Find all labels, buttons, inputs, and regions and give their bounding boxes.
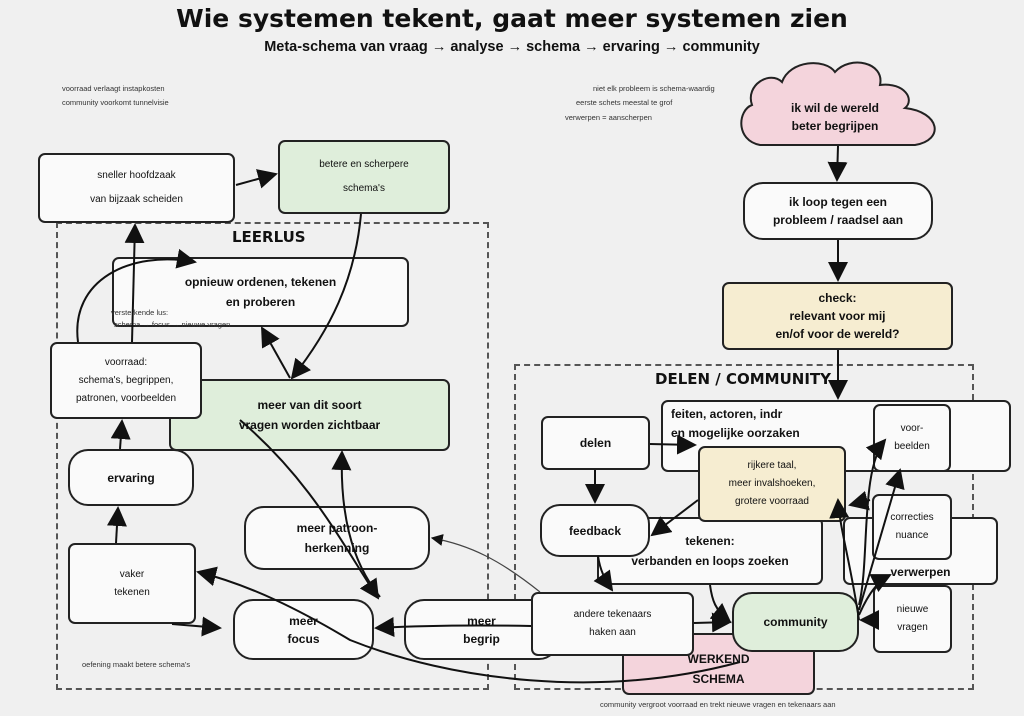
note: community voorkomt tunnelvisie: [62, 98, 169, 107]
group-leerlus: [56, 222, 489, 690]
node-rijkere[interactable]: rijkere taal, meer invalshoeken, grotere…: [698, 446, 846, 522]
node-correcties[interactable]: correcties nuance: [872, 494, 952, 560]
node-patroon[interactable]: meer patroon- herkenning: [244, 506, 430, 570]
node-community[interactable]: community: [732, 592, 859, 652]
edge: [235, 169, 278, 189]
node-andere-tekenaars[interactable]: andere tekenaars haken aan: [531, 592, 694, 656]
note-loop: versterkende lus:: [111, 308, 169, 317]
diagram-title: Wie systemen tekent, gaat meer systemen …: [176, 4, 848, 33]
node-voorraad[interactable]: voorraad: schema's, begrippen, patronen,…: [50, 342, 202, 419]
note: verwerpen = aanscherpen: [565, 113, 652, 122]
node-feedback[interactable]: feedback: [540, 504, 650, 557]
edge: [827, 145, 848, 182]
diagram-subtitle: Meta-schema van vraag → analyse → schema…: [264, 39, 760, 55]
node-check[interactable]: check: relevant voor mij en/of voor de w…: [722, 282, 953, 350]
node-zichtbaar[interactable]: meer van dit soort vragen worden zichtba…: [169, 379, 450, 451]
note: niet elk probleem is schema-waardig: [593, 84, 715, 93]
group-label-leerlus: LEERLUS: [232, 228, 306, 246]
node-ervaring[interactable]: ervaring: [68, 449, 194, 506]
node-vaker-tekenen[interactable]: vaker tekenen: [68, 543, 196, 624]
note-loop: schema → focus → nieuwe vragen: [114, 320, 231, 329]
node-betere[interactable]: betere en scherpere schema's: [278, 140, 450, 214]
node-nieuwe-vragen[interactable]: nieuwe vragen: [873, 585, 952, 653]
note-community-footer: community vergroot voorraad en trekt nie…: [600, 700, 836, 709]
note: eerste schets meestal te grof: [576, 98, 673, 107]
node-sneller[interactable]: sneller hoofdzaak van bijzaak scheiden: [38, 153, 235, 223]
node-voorbeelden[interactable]: voor- beelden: [873, 404, 951, 472]
note: voorraad verlaagt instapkosten: [62, 84, 165, 93]
node-cloud[interactable]: ik wil de wereld beter begrijpen: [790, 101, 880, 133]
note-leerlus-footer: oefening maakt betere schema's: [82, 660, 191, 669]
node-probleem[interactable]: ik loop tegen een probleem / raadsel aan: [743, 182, 933, 240]
group-label-delen: DELEN / COMMUNITY: [655, 370, 832, 388]
node-delen[interactable]: delen: [541, 416, 650, 470]
node-focus[interactable]: meer focus: [233, 599, 374, 660]
